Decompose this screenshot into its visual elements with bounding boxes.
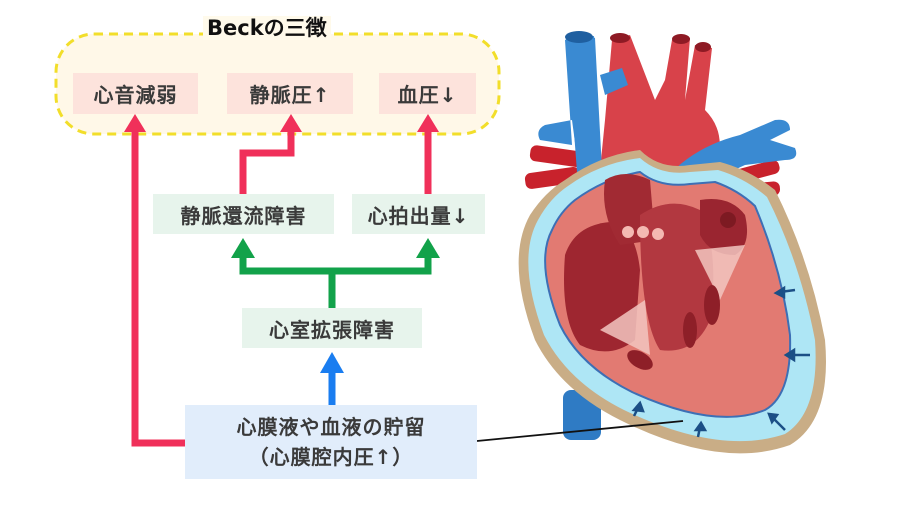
blue-arrowhead xyxy=(320,352,344,373)
venous-return-impairment-box: 静脈還流障害 xyxy=(153,194,334,234)
pericardial-effusion-box: 心膜液や血液の貯留 （心膜腔内圧↑） xyxy=(185,405,477,479)
triad-heart-sound: 心音減弱 xyxy=(73,73,198,114)
ventricular-filling-impairment-box: 心室拡張障害 xyxy=(242,308,422,348)
triad-venous-pressure: 静脈圧↑ xyxy=(227,73,353,114)
cause-line-1: 心膜液や血液の貯留 xyxy=(236,415,426,439)
red-arrows xyxy=(131,128,432,447)
arrow-cause-to-heart-sound xyxy=(131,128,185,447)
diagram-title: Beckの三徴 xyxy=(203,16,331,40)
heart-illustration xyxy=(518,31,826,454)
cardiac-output-box: 心拍出量↓ xyxy=(352,194,485,234)
green-arrows xyxy=(239,258,432,308)
pointer-line xyxy=(476,420,684,442)
cause-line-2: （心膜腔内圧↑） xyxy=(248,445,414,469)
red-arrowheads xyxy=(124,114,439,132)
green-arrowheads xyxy=(231,238,440,258)
triad-blood-pressure: 血圧↓ xyxy=(379,73,476,114)
arrow-venous-return-to-venous-pressure xyxy=(239,128,295,194)
